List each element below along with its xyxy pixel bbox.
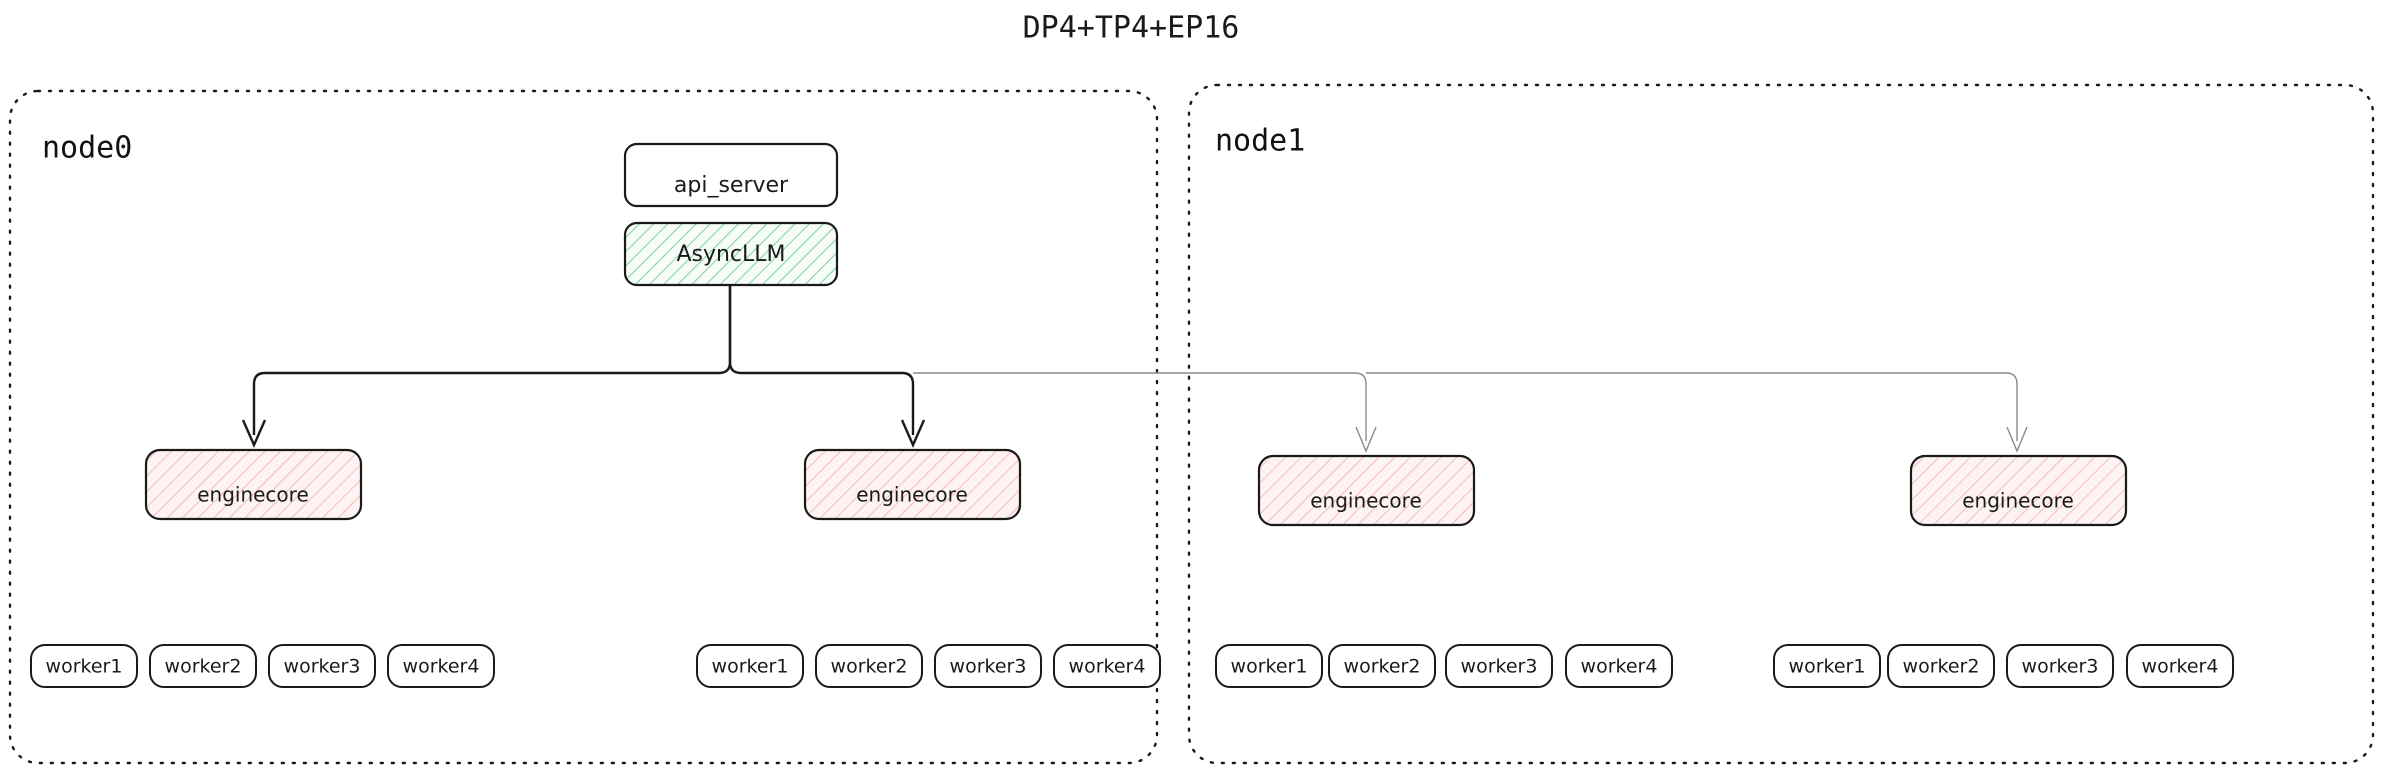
enginecore-label-n1e0: enginecore [1310, 489, 1422, 513]
node1-container [1187, 83, 2375, 765]
worker-box-n0e0-4[interactable] [387, 644, 495, 688]
worker-label-n1e0-2: worker2 [1344, 656, 1421, 678]
worker-label-n0e1-2: worker2 [831, 656, 908, 678]
node0-container [8, 89, 1159, 765]
worker-box-n0e1-2[interactable] [815, 644, 923, 688]
edge-asyncllm-trunk-right [728, 285, 742, 375]
api-server-label: api_server [674, 173, 789, 198]
worker-label-n1e0-1: worker1 [1231, 656, 1308, 678]
worker-box-n1e0-4[interactable] [1565, 644, 1673, 688]
worker-label-n0e1-3: worker3 [950, 656, 1027, 678]
worker-box-n1e1-4[interactable] [2126, 644, 2234, 688]
worker-label-n0e0-4: worker4 [403, 656, 480, 678]
worker-label-n1e1-1: worker1 [1789, 656, 1866, 678]
enginecore-label-n0e1: enginecore [856, 483, 968, 507]
worker-label-n0e1-1: worker1 [712, 656, 789, 678]
worker-box-n1e1-1[interactable] [1773, 644, 1881, 688]
edge-bus-to-n0-engine0 [252, 371, 719, 435]
worker-label-n1e1-4: worker4 [2142, 656, 2219, 678]
edge-bus-to-n0-engine1 [741, 371, 915, 435]
worker-box-n0e0-2[interactable] [149, 644, 257, 688]
worker-label-n1e0-3: worker3 [1461, 656, 1538, 678]
worker-box-n0e0-3[interactable] [268, 644, 376, 688]
arrowhead-n1-engine0 [1355, 426, 1377, 453]
edge-bus-to-n1-engine1 [1366, 372, 2018, 441]
worker-box-n1e0-1[interactable] [1215, 644, 1323, 688]
arrowhead-n0-engine1 [900, 419, 926, 448]
enginecore-box-n1e1[interactable] [1909, 454, 2128, 527]
node0-label: node0 [42, 131, 132, 166]
arrowhead-n1-engine1 [2006, 426, 2028, 453]
enginecore-box-n0e0[interactable] [144, 448, 363, 521]
enginecore-box-n0e1[interactable] [803, 448, 1022, 521]
asyncllm-label: AsyncLLM [676, 242, 785, 267]
worker-label-n1e1-2: worker2 [1903, 656, 1980, 678]
worker-box-n0e0-1[interactable] [30, 644, 138, 688]
worker-label-n1e0-4: worker4 [1581, 656, 1658, 678]
enginecore-label-n1e1: enginecore [1962, 489, 2074, 513]
worker-label-n0e1-4: worker4 [1069, 656, 1146, 678]
worker-box-n1e0-2[interactable] [1328, 644, 1436, 688]
api-server-box[interactable] [623, 142, 839, 208]
arrowhead-n0-engine0 [241, 419, 267, 448]
enginecore-label-n0e0: enginecore [197, 483, 309, 507]
enginecore-box-n1e0[interactable] [1257, 454, 1476, 527]
page-title: DP4+TP4+EP16 [1023, 11, 1240, 46]
worker-label-n0e0-2: worker2 [165, 656, 242, 678]
worker-box-n0e1-1[interactable] [696, 644, 804, 688]
worker-label-n0e0-3: worker3 [284, 656, 361, 678]
edge-asyncllm-trunk-left [718, 285, 732, 375]
worker-box-n0e1-3[interactable] [934, 644, 1042, 688]
worker-box-n1e1-3[interactable] [2006, 644, 2114, 688]
worker-label-n1e1-3: worker3 [2022, 656, 2099, 678]
worker-box-n0e1-4[interactable] [1053, 644, 1161, 688]
asyncllm-box[interactable] [623, 221, 839, 287]
node1-label: node1 [1215, 124, 1305, 159]
edge-bus-to-n1-engine0 [913, 372, 1367, 441]
worker-label-n0e0-1: worker1 [46, 656, 123, 678]
worker-box-n1e0-3[interactable] [1445, 644, 1553, 688]
worker-box-n1e1-2[interactable] [1887, 644, 1995, 688]
